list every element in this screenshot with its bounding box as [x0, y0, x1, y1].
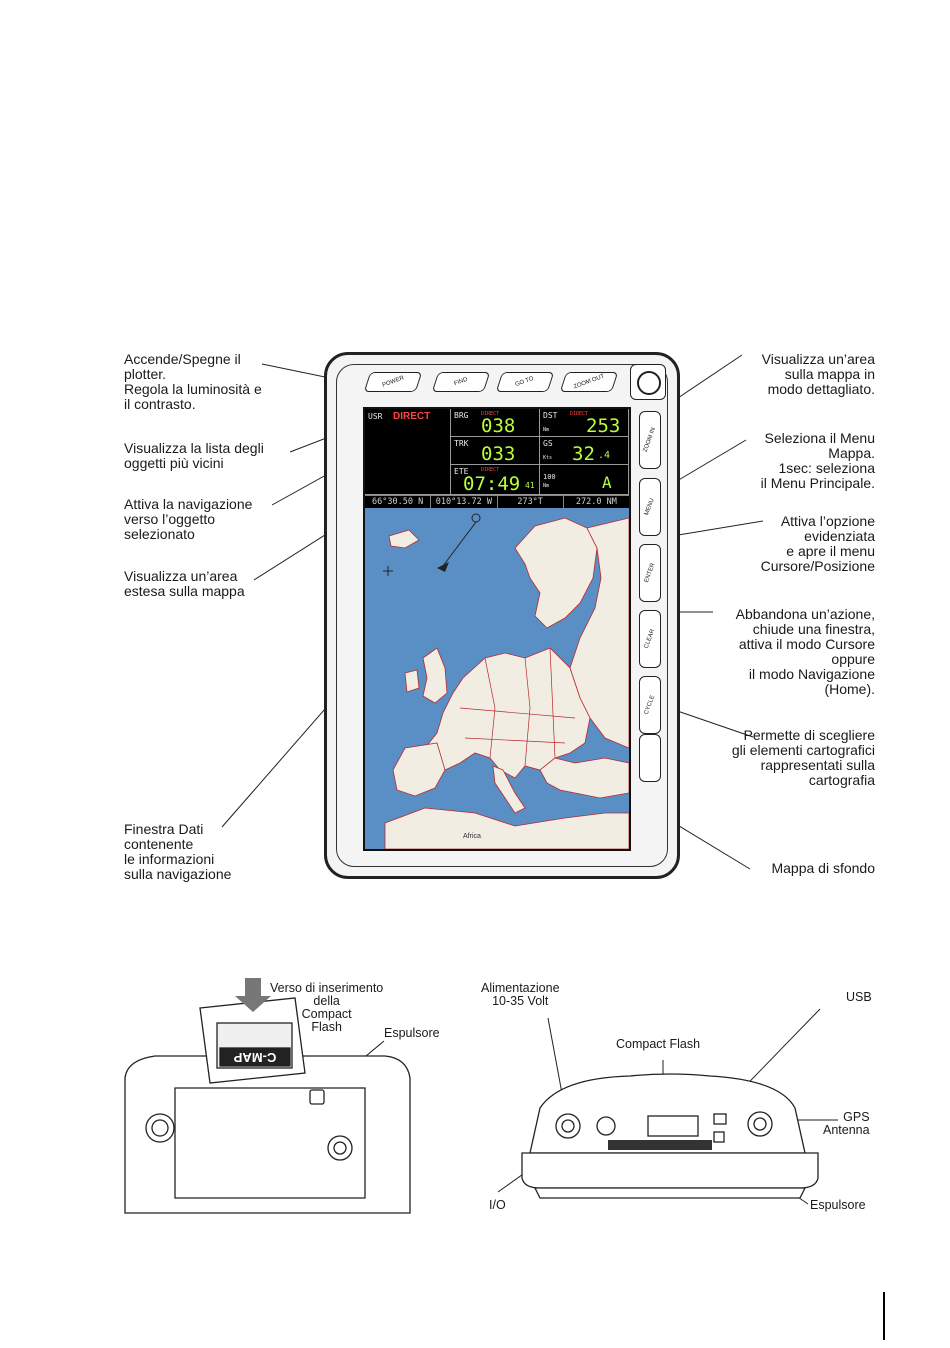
scale-value: 100 — [543, 473, 556, 481]
ete-label: ETE — [454, 467, 469, 476]
goto-key[interactable]: GO TO — [495, 372, 555, 392]
label-zoom-out: Visualizza un’area estesa sulla mappa — [124, 568, 245, 599]
caption-gps-antenna: GPS Antenna — [823, 1110, 870, 1137]
rear-panel-drawing — [521, 1073, 819, 1199]
brg-cell: BRG DIRECT 038 — [451, 409, 540, 437]
label-cycle: Permette di scegliere gli elementi carto… — [731, 727, 875, 788]
zoom-in-key[interactable]: ZOOM IN — [639, 411, 661, 469]
ete-cell: ETE DIRECT 07:49 41 — [451, 465, 540, 495]
map-label-africa: Africa — [463, 833, 481, 840]
map-drawing: Africa — [383, 513, 629, 849]
mode-label: DIRECT — [393, 411, 431, 422]
usr-label: USR — [368, 412, 383, 421]
menu-key[interactable]: MENU — [639, 478, 661, 536]
caption-io: I/O — [489, 1198, 506, 1212]
gs-label: GS — [543, 439, 553, 448]
data-window: USR DIRECT BRG DIRECT 038 DST DIRECT Nm … — [365, 409, 629, 495]
gs-unit: Kts — [543, 455, 553, 461]
gs-cell: GS Kts 32 .4 — [540, 437, 629, 465]
caption-compact-flash: Compact Flash — [616, 1037, 701, 1051]
heading: 273°T — [498, 496, 564, 508]
trk-label: TRK — [454, 439, 469, 448]
label-background-map: Mappa di sfondo — [771, 860, 875, 876]
power-key[interactable]: POWER — [363, 372, 423, 392]
latitude: 66°30.50 N — [365, 496, 432, 508]
label-menu: Seleziona il Menu Mappa. 1sec: seleziona… — [760, 430, 875, 491]
dst-cell: DST DIRECT Nm 253 — [540, 409, 629, 437]
caption-usb: USB — [846, 990, 872, 1004]
label-enter: Attiva l’opzione evidenziata e apre il m… — [760, 513, 875, 574]
label-power: Accende/Spegne il plotter. Regola la lum… — [124, 351, 262, 412]
lcd-screen: USR DIRECT BRG DIRECT 038 DST DIRECT Nm … — [363, 407, 631, 851]
gs-decimal: .4 — [598, 450, 611, 461]
label-clear: Abbandona un’azione, chiude una finestra… — [735, 606, 875, 697]
caption-ejector-right: Espulsore — [810, 1198, 866, 1212]
scale-letter: A — [602, 473, 612, 492]
page-marker-bar — [883, 1292, 885, 1340]
gs-value: 32 — [572, 443, 595, 465]
zoom-out-key[interactable]: ZOOM OUT — [559, 372, 619, 392]
caption-power: Alimentazione 10-35 Volt — [481, 981, 560, 1008]
coordinate-bar: 66°30.50 N 010°13.72 W 273°T 272.0 NM — [365, 495, 629, 508]
brg-label: BRG — [454, 411, 469, 420]
background-map[interactable]: Africa — [365, 508, 629, 849]
dst-label: DST — [543, 411, 558, 420]
longitude: 010°13.72 W — [431, 496, 498, 508]
mode-cell: USR DIRECT — [365, 409, 451, 495]
ete-value: 07:49 — [463, 473, 521, 495]
ete-tag: DIRECT — [481, 467, 500, 473]
enter-key[interactable]: ENTER — [639, 544, 661, 602]
label-goto: Attiva la navigazione verso l’oggetto se… — [124, 496, 253, 542]
ete-seconds: 41 — [525, 481, 535, 490]
cf-card-label: C-MAP — [233, 1050, 276, 1065]
label-find: Visualizza la lista degli oggetti più vi… — [124, 440, 264, 471]
cf-slot-drawing: C-MAP — [124, 978, 411, 1214]
label-zoom-in: Visualizza un’area sulla mappa in modo d… — [761, 351, 875, 397]
brg-tag: DIRECT — [481, 411, 500, 417]
caption-cf-insertion: Verso di inserimento della Compact Flash — [270, 981, 384, 1034]
label-data-window: Finestra Dati contenente le informazioni… — [124, 821, 232, 882]
find-key[interactable]: FIND — [431, 372, 491, 392]
device-bezel — [336, 364, 668, 867]
distance: 272.0 NM — [575, 497, 617, 507]
trk-value: 033 — [481, 443, 516, 465]
blank-key[interactable] — [639, 734, 661, 782]
scale-unit: Nm — [543, 483, 550, 489]
caption-ejector-left: Espulsore — [384, 1026, 440, 1040]
dst-tag: DIRECT — [570, 411, 589, 417]
dst-value: 253 — [586, 415, 621, 437]
joystick-knob[interactable] — [630, 364, 666, 400]
cycle-key[interactable]: CYCLE — [639, 676, 661, 734]
brg-value: 038 — [481, 415, 516, 437]
clear-key[interactable]: CLEAR — [639, 610, 661, 668]
scale-cell: 100 Nm A — [540, 465, 629, 495]
trk-cell: TRK 033 — [451, 437, 540, 465]
chartplotter-device: POWER FIND GO TO ZOOM OUT ZOOM IN MENU E… — [324, 352, 680, 879]
dst-unit: Nm — [543, 427, 550, 433]
